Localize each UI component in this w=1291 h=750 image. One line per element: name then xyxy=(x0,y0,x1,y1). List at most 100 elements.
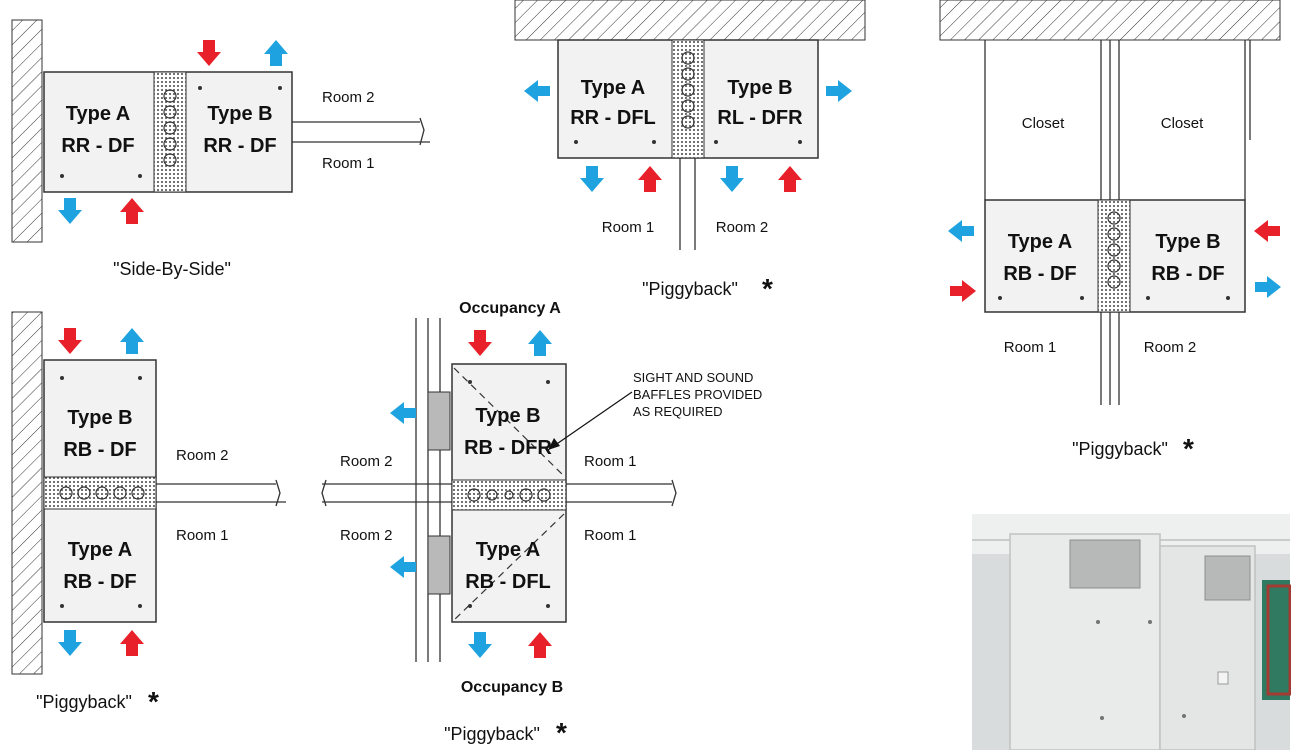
pipe-chase xyxy=(451,479,567,511)
supply-arrow-icon xyxy=(580,166,604,192)
unit-b-code: RR - DF xyxy=(203,135,276,157)
room-label: Room 2 xyxy=(716,219,769,236)
unit-b-code: RL - DFR xyxy=(717,107,803,129)
room-label: Room 2 xyxy=(176,447,229,464)
piggyback-stacked-diagram: Type B RB - DF Type A RB - DF Room 2 Roo… xyxy=(11,311,286,717)
supply-arrow-icon xyxy=(720,166,744,192)
room-label: Room 2 xyxy=(340,527,393,544)
unit-a-name: Type A xyxy=(581,77,645,99)
unit-a-code: RR - DFL xyxy=(570,107,656,129)
wall-hatch xyxy=(11,19,43,243)
return-arrow-icon xyxy=(468,330,492,356)
diagram-caption: "Side-By-Side" xyxy=(113,259,231,279)
note-leader-line xyxy=(547,391,633,451)
unit-a-name: Type A xyxy=(68,539,132,561)
piggyback-closet-diagram: Closet Closet Type A RB - DF Type B RB -… xyxy=(939,0,1281,464)
unit-b-code: RB - DFR xyxy=(464,437,552,459)
piggyback-top-diagram: Type A RR - DFL Type B RL - DFR Room 1 R… xyxy=(514,0,866,304)
diagram-caption: "Piggyback" xyxy=(1072,439,1168,459)
diagram-caption: "Piggyback" xyxy=(36,692,132,712)
closet-label: Closet xyxy=(1022,115,1065,132)
wall-board xyxy=(1262,580,1290,700)
footnote-star: * xyxy=(762,273,773,304)
partition-wall xyxy=(321,479,677,507)
partition-wall xyxy=(292,117,430,146)
room-label: Room 2 xyxy=(322,89,375,106)
supply-arrow-icon xyxy=(58,198,82,224)
supply-arrow-icon xyxy=(826,80,852,102)
unit-b-name: Type B xyxy=(475,405,540,427)
supply-arrow-icon xyxy=(468,632,492,658)
unit-a-name: Type A xyxy=(66,103,130,125)
baffle xyxy=(427,535,451,595)
piggyback-occupancy-diagram: Occupancy A Occupancy B Type B RB - DFR … xyxy=(321,300,762,748)
occupancy-label: Occupancy B xyxy=(461,679,563,696)
supply-arrow-icon xyxy=(524,80,550,102)
room-label: Room 1 xyxy=(176,527,229,544)
footnote-star: * xyxy=(556,717,567,748)
supply-arrow-icon xyxy=(58,630,82,656)
partition-wall xyxy=(679,158,696,250)
return-arrow-icon xyxy=(58,328,82,354)
ceiling-hatch xyxy=(939,0,1281,41)
supply-arrow-icon xyxy=(120,328,144,354)
unit-photo xyxy=(972,514,1291,750)
diagram-caption: "Piggyback" xyxy=(642,279,738,299)
grille xyxy=(1204,555,1251,601)
unit-a-name: Type A xyxy=(476,539,540,561)
unit-b-name: Type B xyxy=(67,407,132,429)
partition-wall xyxy=(156,479,286,507)
note-pointer-icon xyxy=(548,438,560,450)
pipe-chase xyxy=(671,39,705,159)
supply-arrow-icon xyxy=(390,402,416,424)
baffle xyxy=(427,391,451,451)
unit-a-code: RR - DF xyxy=(61,135,134,157)
grille xyxy=(1069,539,1141,589)
wall-hatch xyxy=(11,311,43,675)
unit-a-name: Type A xyxy=(1008,231,1072,253)
occupancy-label: Occupancy A xyxy=(459,300,561,317)
thermostat xyxy=(1217,671,1229,685)
ceiling-hatch xyxy=(514,0,866,41)
return-arrow-icon xyxy=(120,198,144,224)
room-label: Room 1 xyxy=(602,219,655,236)
note-line: SIGHT AND SOUND xyxy=(633,370,753,385)
return-arrow-icon xyxy=(1254,220,1280,242)
return-arrow-icon xyxy=(197,40,221,66)
unit-a-code: RB - DF xyxy=(1003,263,1076,285)
note-line: AS REQUIRED xyxy=(633,404,723,419)
side-by-side-diagram: Type A RR - DF Type B RR - DF Room 2 Roo… xyxy=(11,19,430,279)
room-label: Room 2 xyxy=(340,453,393,470)
unit-b-name: Type B xyxy=(1155,231,1220,253)
room-label: Room 1 xyxy=(584,453,637,470)
pipe-chase xyxy=(43,476,157,510)
return-arrow-icon xyxy=(120,630,144,656)
pipe-chase xyxy=(153,71,187,193)
unit-a-code: RB - DF xyxy=(63,571,136,593)
diagram-caption: "Piggyback" xyxy=(444,724,540,744)
unit-b-name: Type B xyxy=(727,77,792,99)
return-arrow-icon xyxy=(778,166,802,192)
return-arrow-icon xyxy=(638,166,662,192)
return-arrow-icon xyxy=(950,280,976,302)
unit-b-code: RB - DF xyxy=(63,439,136,461)
footnote-star: * xyxy=(148,686,159,717)
closet-label: Closet xyxy=(1161,115,1204,132)
supply-arrow-icon xyxy=(948,220,974,242)
footnote-star: * xyxy=(1183,433,1194,464)
room-label: Room 2 xyxy=(1144,339,1197,356)
unit-b-code: RB - DF xyxy=(1151,263,1224,285)
unit-b-name: Type B xyxy=(207,103,272,125)
supply-arrow-icon xyxy=(528,330,552,356)
partition-wall xyxy=(415,318,441,662)
note-line: BAFFLES PROVIDED xyxy=(633,387,762,402)
room-label: Room 1 xyxy=(1004,339,1057,356)
supply-arrow-icon xyxy=(264,40,288,66)
room-label: Room 1 xyxy=(322,155,375,172)
supply-arrow-icon xyxy=(390,556,416,578)
return-arrow-icon xyxy=(528,632,552,658)
supply-arrow-icon xyxy=(1255,276,1281,298)
room-label: Room 1 xyxy=(584,527,637,544)
unit-a-code: RB - DFL xyxy=(465,571,551,593)
